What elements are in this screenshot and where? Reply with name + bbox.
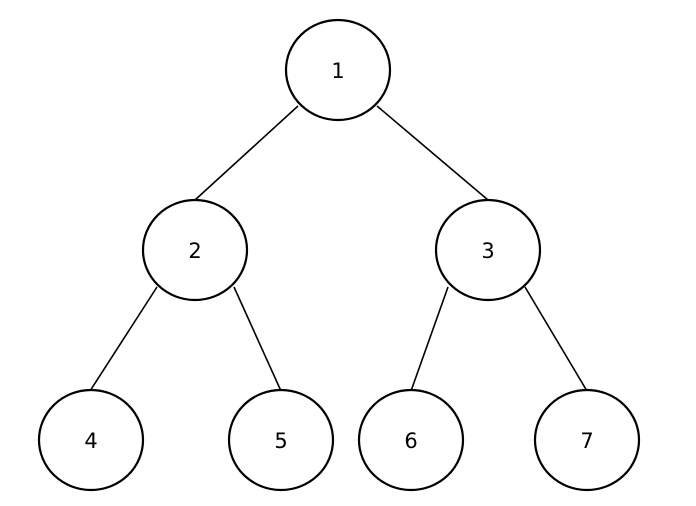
node-circle bbox=[141, 198, 249, 302]
tree-node-2: 2 bbox=[141, 198, 249, 302]
edge-3-7 bbox=[524, 286, 588, 392]
node-label: 3 bbox=[481, 239, 494, 263]
edge-2-5 bbox=[233, 286, 282, 392]
tree-node-7: 7 bbox=[533, 388, 641, 492]
node-circle bbox=[434, 198, 542, 302]
node-circle bbox=[284, 18, 392, 122]
edge-2-4 bbox=[89, 286, 158, 392]
node-circle bbox=[227, 388, 335, 492]
node-label: 2 bbox=[188, 239, 201, 263]
edge-1-3 bbox=[376, 105, 489, 201]
node-circle bbox=[37, 388, 145, 492]
tree-node-4: 4 bbox=[37, 388, 145, 492]
node-label: 6 bbox=[404, 429, 417, 453]
edge-3-6 bbox=[410, 286, 449, 392]
edge-1-2 bbox=[194, 105, 299, 201]
node-label: 5 bbox=[274, 429, 287, 453]
tree-node-5: 5 bbox=[227, 388, 335, 492]
node-circle bbox=[533, 388, 641, 492]
node-label: 1 bbox=[331, 59, 344, 83]
tree-node-3: 3 bbox=[434, 198, 542, 302]
tree-node-1: 1 bbox=[284, 18, 392, 122]
node-circle bbox=[357, 388, 465, 492]
node-label: 4 bbox=[84, 429, 97, 453]
tree-node-6: 6 bbox=[357, 388, 465, 492]
node-label: 7 bbox=[580, 429, 593, 453]
